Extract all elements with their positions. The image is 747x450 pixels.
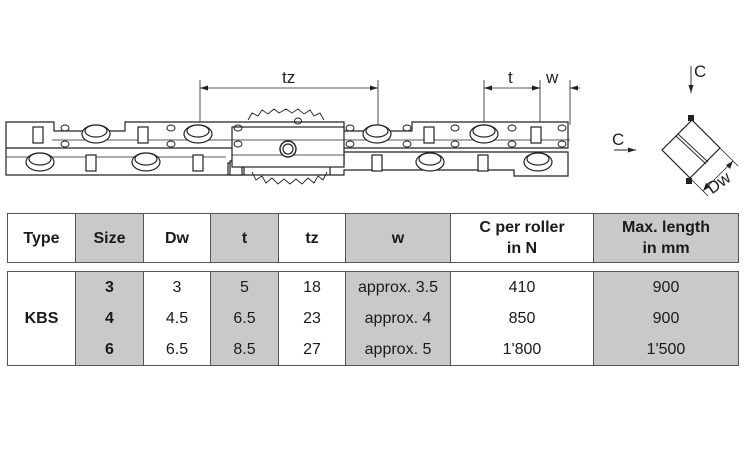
w-cell: approx. 3.5 [345, 271, 451, 303]
gear-wheel [247, 108, 328, 185]
table-row: 6 6.5 8.5 27 approx. 5 1'800 1'500 [8, 334, 739, 366]
col-header-t: t [210, 213, 279, 263]
dw-cell: 3 [143, 271, 211, 303]
max-length-cell: 900 [593, 303, 739, 334]
header-row: Type Size Dw t tz w C per roller in N Ma… [7, 213, 739, 263]
size-cell: 6 [75, 334, 144, 366]
col-header-tz: tz [278, 213, 346, 263]
size-cell: 4 [75, 303, 144, 334]
specification-table: Type Size Dw t tz w C per roller in N Ma… [7, 213, 739, 366]
w-dimension [530, 80, 580, 125]
tz-label: tz [282, 68, 295, 87]
lower-rollers [25, 152, 553, 172]
tz-dimension [199, 80, 379, 128]
w-label: w [545, 68, 559, 87]
max-length-cell: 1'500 [593, 334, 739, 366]
w-cell: approx. 4 [345, 303, 451, 334]
t-dimension [483, 80, 541, 128]
max-length-cell: 900 [593, 271, 739, 303]
w-cell: approx. 5 [345, 334, 451, 366]
c-header-line2: in N [506, 240, 538, 257]
dw-cell: 6.5 [143, 334, 211, 366]
technical-drawing: tz t w C C Dw [5, 62, 739, 198]
col-header-dw: Dw [143, 213, 211, 263]
table-row: 4 4.5 6.5 23 approx. 4 850 900 [8, 303, 739, 334]
col-header-c-per-roller: C per roller in N [450, 213, 594, 263]
col-header-size: Size [75, 213, 144, 263]
c-header-line1: C per roller [479, 219, 565, 236]
tz-cell: 27 [278, 334, 346, 366]
col-header-w: w [345, 213, 451, 263]
max-header-line1: Max. length [621, 219, 710, 236]
upper-rollers [81, 124, 499, 144]
t-cell: 6.5 [210, 303, 279, 334]
rivet-holes [60, 117, 567, 148]
t-cell: 5 [210, 271, 279, 303]
connector-plate [231, 126, 345, 168]
upper-pockets [32, 126, 542, 144]
dw-label: Dw [703, 168, 735, 198]
lower-pockets [85, 154, 489, 172]
c-cell: 1'800 [450, 334, 594, 366]
c-cell: 850 [450, 303, 594, 334]
c-vertical-label: C [694, 62, 706, 81]
dw-cell: 4.5 [143, 303, 211, 334]
c-horizontal-label: C [612, 130, 624, 149]
col-header-max-length: Max. length in mm [593, 213, 739, 263]
size-cell: 3 [75, 271, 144, 303]
c-cell: 410 [450, 271, 594, 303]
t-cell: 8.5 [210, 334, 279, 366]
t-label: t [508, 68, 513, 87]
max-header-line2: in mm [642, 240, 690, 257]
tz-cell: 23 [278, 303, 346, 334]
tz-cell: 18 [278, 271, 346, 303]
table-row: KBS 3 3 5 18 approx. 3.5 410 900 [7, 271, 739, 366]
roller-detail [614, 66, 739, 197]
col-header-type: Type [7, 213, 76, 263]
type-cell: KBS [7, 271, 76, 366]
